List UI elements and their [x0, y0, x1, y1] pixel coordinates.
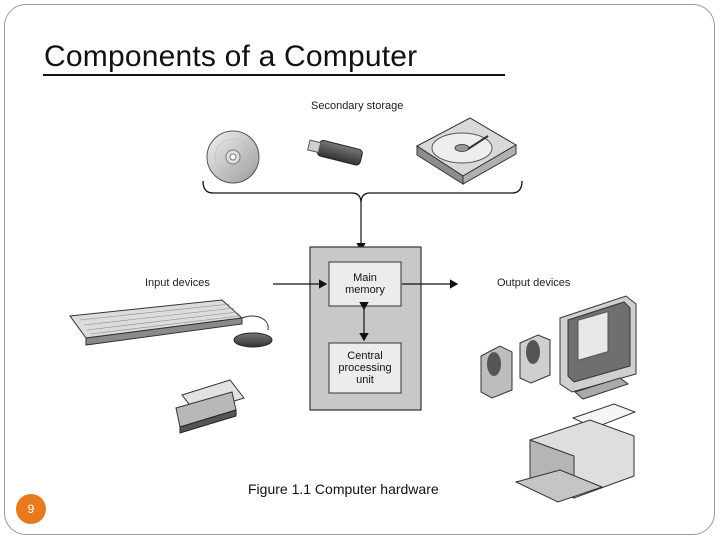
main-memory-label: Main memory — [345, 272, 385, 296]
keyboard-icon — [69, 299, 244, 346]
scanner-icon — [175, 379, 245, 434]
printer-icon — [514, 403, 637, 503]
monitor-icon — [559, 295, 637, 400]
cd-disc-icon — [206, 130, 260, 184]
output-devices-label: Output devices — [497, 277, 571, 289]
speakers-icon — [480, 334, 551, 399]
slide-frame — [4, 4, 715, 535]
storage-bracket — [202, 180, 523, 204]
figure-caption: Figure 1.1 Computer hardware — [248, 481, 439, 497]
cpu-box — [328, 342, 402, 394]
cpu-label: Central processing unit — [338, 350, 392, 386]
title-underline — [43, 74, 505, 76]
secondary-storage-label: Secondary storage — [311, 100, 404, 112]
slide-title: Components of a Computer — [44, 40, 418, 73]
page-number-badge: 9 — [16, 494, 46, 524]
hard-disk-icon — [416, 117, 517, 185]
usb-drive-icon — [307, 139, 363, 166]
input-devices-label: Input devices — [145, 277, 210, 289]
mouse-icon — [233, 315, 273, 348]
